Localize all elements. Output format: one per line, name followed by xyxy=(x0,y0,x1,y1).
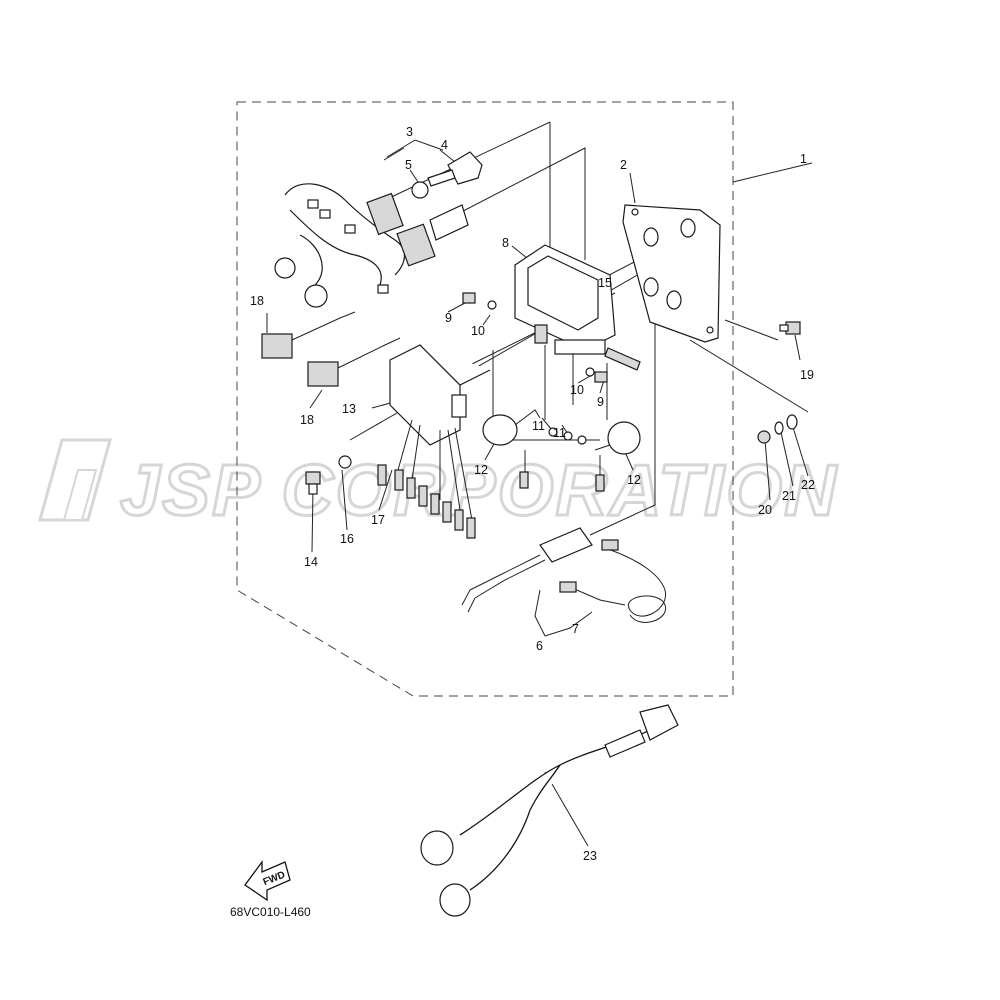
watermark: JSP CORPORATION xyxy=(38,438,838,533)
callout-18b: 18 xyxy=(300,413,314,427)
callout-15: 15 xyxy=(598,276,612,290)
terminal-wire-lower xyxy=(337,337,401,369)
lanyard-coil xyxy=(559,539,666,623)
callout-6: 6 xyxy=(536,639,543,653)
callout-3: 3 xyxy=(406,125,413,139)
switch-harness xyxy=(274,183,469,308)
callout-18a: 18 xyxy=(250,294,264,308)
callout-23: 23 xyxy=(583,849,597,863)
cap-upper xyxy=(261,333,293,359)
ignition-key xyxy=(427,151,483,187)
nut-20 xyxy=(757,430,771,444)
callout-7: 7 xyxy=(572,622,579,636)
callout-11b: 11 xyxy=(553,426,566,440)
cap-lower xyxy=(307,361,339,387)
callout-10b: 10 xyxy=(570,383,584,397)
callout-21: 21 xyxy=(782,489,796,503)
callout-1: 1 xyxy=(800,152,807,166)
washer-16 xyxy=(338,455,352,469)
gauge-right xyxy=(594,421,641,492)
wire-harness xyxy=(420,704,679,917)
lock-ring xyxy=(411,181,429,199)
callout-9b: 9 xyxy=(597,395,604,409)
bolt-14 xyxy=(305,471,321,495)
callout-14: 14 xyxy=(304,555,318,569)
fasteners xyxy=(462,292,608,445)
callouts: 1 2 3 4 5 6 7 8 9 9 10 10 11 11 12 12 13… xyxy=(250,125,815,863)
callout-12b: 12 xyxy=(627,473,641,487)
assembly-boundary xyxy=(236,101,734,697)
watermark-text: JSP CORPORATION xyxy=(120,451,838,531)
gauge-left xyxy=(482,409,541,489)
callout-9a: 9 xyxy=(445,311,452,325)
spring-bar xyxy=(604,347,641,371)
washer-21 xyxy=(774,421,784,435)
callout-4: 4 xyxy=(441,138,448,152)
callout-2: 2 xyxy=(620,158,627,172)
callout-11a: 11 xyxy=(532,419,545,433)
screw-19 xyxy=(779,321,801,335)
callout-12a: 12 xyxy=(474,463,488,477)
callout-8: 8 xyxy=(502,236,509,250)
control-unit xyxy=(377,344,491,539)
callout-22: 22 xyxy=(801,478,815,492)
mounting-plate xyxy=(622,204,721,343)
diagram-code: 68VC010-L460 xyxy=(230,905,311,919)
callout-16: 16 xyxy=(340,532,354,546)
callout-5: 5 xyxy=(405,158,412,172)
fwd-arrow-icon: FWD xyxy=(244,860,291,902)
stop-switch xyxy=(461,527,593,613)
bracket xyxy=(514,244,616,355)
callout-19: 19 xyxy=(800,368,814,382)
callout-13: 13 xyxy=(342,402,356,416)
callout-17: 17 xyxy=(371,513,385,527)
terminal-wire-upper xyxy=(291,311,356,341)
callout-10a: 10 xyxy=(471,324,485,338)
washer-22 xyxy=(786,414,798,430)
callout-20: 20 xyxy=(758,503,772,517)
